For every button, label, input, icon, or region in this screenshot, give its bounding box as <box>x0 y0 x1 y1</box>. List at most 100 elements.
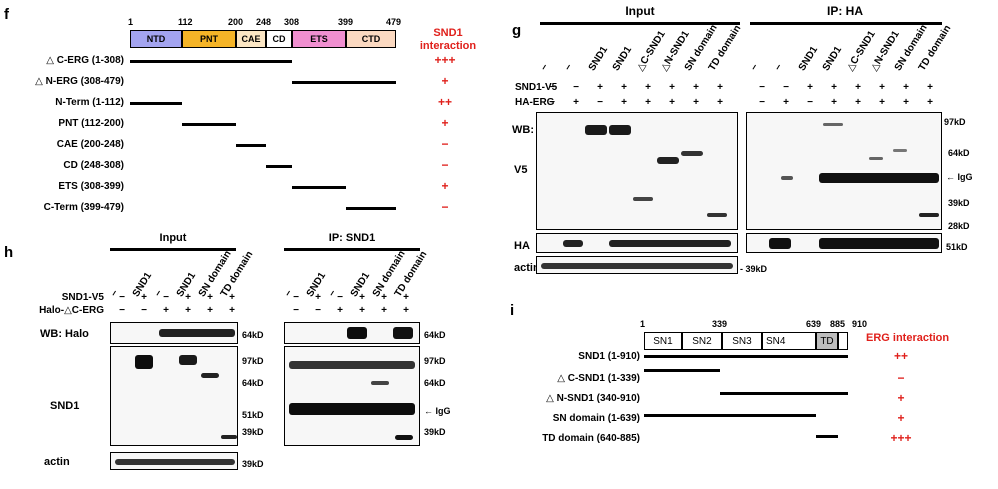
row-label-cd: CD (248-308) <box>63 160 124 171</box>
g-row1-sign: + <box>693 82 699 93</box>
result-cae: − <box>441 137 449 151</box>
h-row2-sign: + <box>229 305 235 316</box>
tick-1: 1 <box>128 17 134 27</box>
g-row1-sign: + <box>807 82 813 93</box>
i-tick-910: 910 <box>852 319 868 329</box>
domain-sn3: SN3 <box>722 332 762 350</box>
band <box>221 435 237 439</box>
result-ets: + <box>441 179 449 193</box>
tick-399: 399 <box>338 17 354 27</box>
h-row2-sign: + <box>359 305 365 316</box>
band <box>289 403 415 415</box>
g-row2-sign: + <box>669 97 675 108</box>
i-bar-snd1 <box>644 355 848 358</box>
i-result-snd1: ++ <box>893 349 908 363</box>
panel-h-letter: h <box>4 244 14 261</box>
h-input-actin-blot <box>110 452 238 470</box>
bar-cae <box>236 144 266 147</box>
h-row2-sign: + <box>207 305 213 316</box>
g-ha-label: HA <box>514 240 530 252</box>
result-cd: − <box>441 158 449 172</box>
domain-pnt: PNT <box>182 30 236 48</box>
h-input-header-line <box>110 248 236 251</box>
g-row1-sign: + <box>927 82 933 93</box>
g-row2-sign: − <box>759 97 765 108</box>
h-row2-sign: − <box>141 305 147 316</box>
g-input-lane-3: SND1 <box>586 44 611 73</box>
g-row1-sign: + <box>597 82 603 93</box>
i-result-sn: + <box>897 411 905 425</box>
i-result-n-snd1: + <box>897 391 905 405</box>
bar-n-term <box>130 102 182 105</box>
tick-308: 308 <box>284 17 300 27</box>
g-row1-sign: − <box>759 82 765 93</box>
bar-c-term <box>346 207 396 210</box>
i-row-label-n-snd1: △ N-SND1 (340-910) <box>546 393 640 404</box>
band <box>609 125 631 135</box>
g-row1-sign: + <box>879 82 885 93</box>
domain-td: TD <box>816 332 838 350</box>
band <box>585 125 607 135</box>
band <box>393 327 413 339</box>
interaction-title-line2: interaction <box>419 40 477 52</box>
erg-interaction-title: ERG interaction <box>866 332 950 344</box>
band <box>819 238 939 249</box>
h-marker-halo-64: 64kD <box>242 330 264 340</box>
g-input-header-line <box>540 22 740 25</box>
bar-ets <box>292 186 346 189</box>
i-bar-n-snd1 <box>720 392 848 395</box>
h-row1-sign: + <box>141 292 147 303</box>
i-tick-885: 885 <box>830 319 846 329</box>
row-label-pnt: PNT (112-200) <box>58 118 124 129</box>
h-ip-marker-39: 39kD <box>424 427 446 437</box>
band <box>395 435 413 440</box>
result-pnt: + <box>441 116 449 130</box>
result-n-erg: + <box>441 74 449 88</box>
g-marker-39: 39kD <box>948 198 970 208</box>
h-row2-label: Halo-△C-ERG <box>39 305 104 316</box>
domain-ctd: CTD <box>346 30 396 48</box>
row-label-c-term: C-Term (399-479) <box>43 202 124 213</box>
row-label-ets: ETS (308-399) <box>58 181 124 192</box>
g-row1-sign: − <box>573 82 579 93</box>
domain-tail <box>838 332 848 350</box>
snd1-interaction-title: SND1 interaction <box>418 27 478 53</box>
h-row1-sign: − <box>119 292 125 303</box>
row-label-n-term: N-Term (1-112) <box>55 97 124 108</box>
result-c-erg: +++ <box>434 53 456 67</box>
h-row1-sign: + <box>315 292 321 303</box>
h-ip-title: IP: SND1 <box>328 232 376 244</box>
h-row1-sign: + <box>185 292 191 303</box>
g-row1-sign: − <box>783 82 789 93</box>
i-tick-1: 1 <box>640 319 646 329</box>
h-marker-64: 64kD <box>242 378 264 388</box>
h-row1-label: SND1-V5 <box>61 292 104 303</box>
band <box>893 149 907 152</box>
domain-sn2: SN2 <box>682 332 722 350</box>
h-ip-marker-97: 97kD <box>424 356 446 366</box>
interaction-title-line1: SND1 <box>433 27 463 39</box>
domain-sn4: SN4 <box>762 332 816 350</box>
band <box>179 355 197 365</box>
g-row2-sign: − <box>597 97 603 108</box>
bar-c-erg <box>130 60 292 63</box>
g-ip-lane-1: − <box>748 62 762 73</box>
band <box>681 151 703 156</box>
h-row2-sign: + <box>163 305 169 316</box>
band <box>541 263 733 269</box>
result-c-term: − <box>441 200 449 214</box>
band <box>609 240 731 247</box>
i-row-label-td: TD domain (640-885) <box>542 433 640 444</box>
band <box>135 355 153 369</box>
h-ip-snd1-blot <box>284 346 420 446</box>
g-input-actin-blot <box>536 256 738 274</box>
h-ip-header-line <box>284 248 420 251</box>
h-marker-97: 97kD <box>242 356 264 366</box>
band <box>347 327 367 339</box>
tick-248: 248 <box>256 17 272 27</box>
g-row2-sign: + <box>645 97 651 108</box>
h-wb-label: WB: Halo <box>40 328 89 340</box>
g-input-ha-blot <box>536 233 738 253</box>
h-row2-sign: + <box>403 305 409 316</box>
band <box>371 381 389 385</box>
